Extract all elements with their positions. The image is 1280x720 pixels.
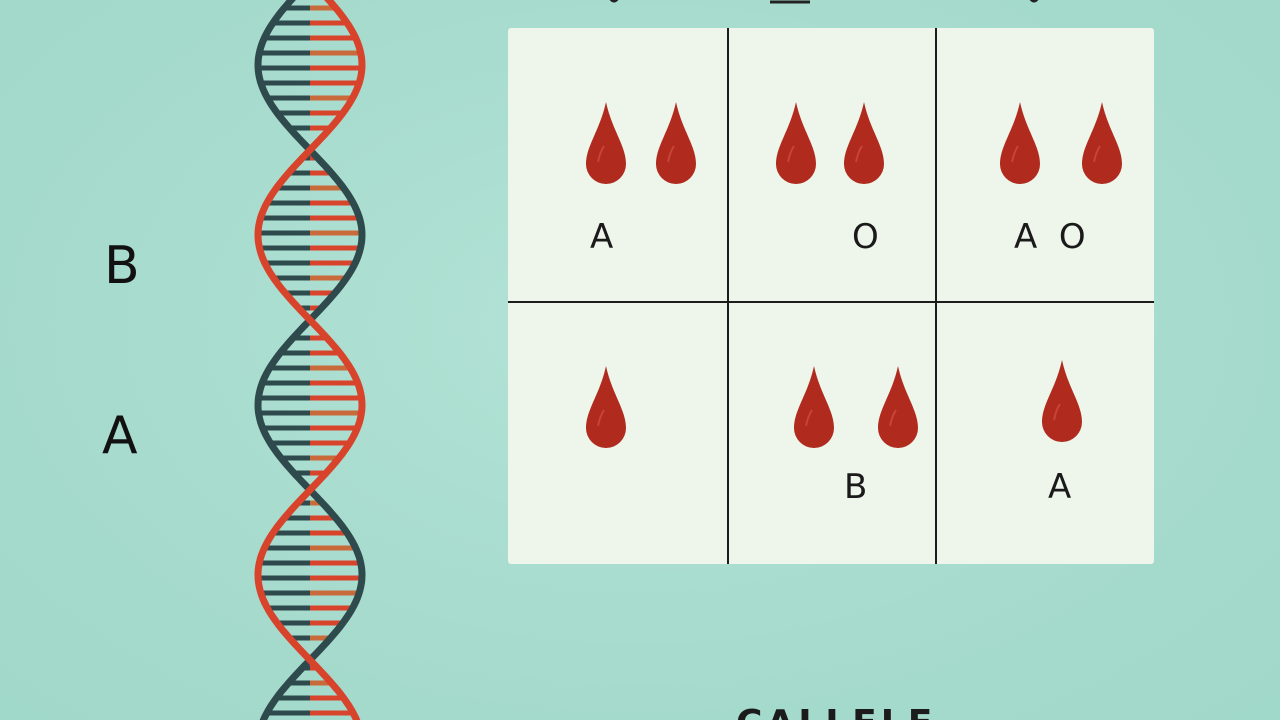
dna-strand-red <box>254 0 366 720</box>
blood-drop-icon <box>1082 100 1122 186</box>
grid-cell: A <box>508 28 728 302</box>
allele-label-lower: A <box>102 406 138 466</box>
blood-drop-icon <box>656 100 696 186</box>
blood-type-label: A <box>1048 467 1072 507</box>
blood-drop-icon <box>776 100 816 186</box>
grid-cell <box>508 302 728 564</box>
blood-type-label: A O <box>1014 217 1086 257</box>
grid-divider-vertical <box>935 28 937 564</box>
blood-type-label: O <box>852 217 879 257</box>
cropped-title-marks <box>609 0 1039 4</box>
grid-cell: A O <box>936 28 1154 302</box>
blood-type-label: B <box>844 467 868 507</box>
punnett-grid: A O A O B A <box>508 28 1154 564</box>
dna-strand-dark <box>254 0 366 720</box>
blood-drop-icon <box>794 364 834 450</box>
blood-drop-icon <box>1000 100 1040 186</box>
blood-drop-icon <box>586 100 626 186</box>
grid-cell: B <box>728 302 936 564</box>
grid-divider-vertical <box>727 28 729 564</box>
cropped-caption-text: CALLELE <box>736 706 936 720</box>
grid-cell: A <box>936 302 1154 564</box>
grid-divider-horizontal <box>508 301 1154 303</box>
grid-cell: O <box>728 28 936 302</box>
dna-helix-icon <box>254 0 366 720</box>
blood-type-label: A <box>590 217 614 257</box>
blood-drop-icon <box>1042 358 1082 444</box>
blood-drop-icon <box>844 100 884 186</box>
cropped-caption: CALLELE <box>736 704 936 720</box>
blood-drop-icon <box>586 364 626 450</box>
blood-drop-icon <box>878 364 918 450</box>
allele-label-upper: B <box>104 236 140 296</box>
